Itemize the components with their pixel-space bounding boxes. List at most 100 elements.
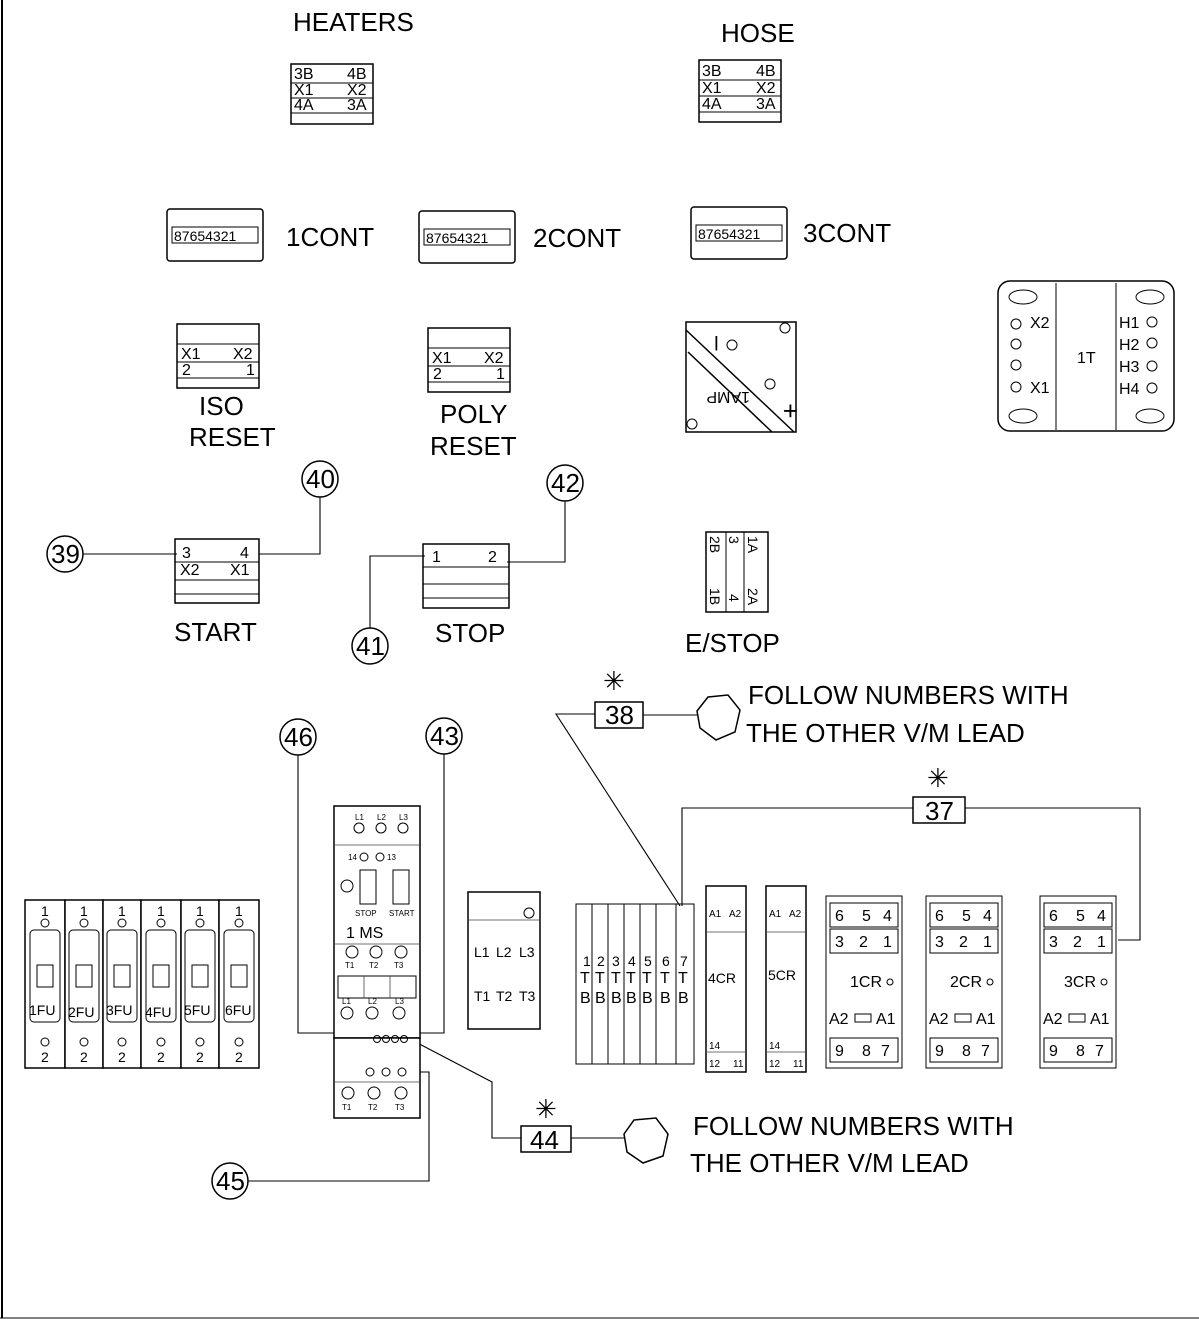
transformer-name: 1T — [1077, 350, 1096, 367]
label-text: 46 — [284, 722, 313, 752]
relay-4cr-name: 4CR — [708, 970, 736, 986]
poly-reset-label-2: RESET — [430, 431, 517, 461]
label-text: L2 — [377, 813, 386, 822]
label-text: 2 — [959, 934, 968, 951]
label-text: 1 — [118, 903, 126, 919]
asterisk-37: ✳ — [927, 763, 949, 793]
follow2-line1: FOLLOW NUMBERS WITH — [693, 1111, 1014, 1141]
motor-starter-1ms: L1 L2 L3 14 13 STOP START 1 MS T1 T2 T3 … — [333, 805, 421, 1119]
label-text: T2 — [496, 988, 513, 1004]
fuse-1fu: 1 1FU 2 — [24, 899, 66, 1069]
cont3-strip: 87654321 — [698, 226, 761, 242]
estop-term-2a: 2A — [745, 588, 761, 606]
psu-minus: – — [704, 336, 734, 351]
cont1-strip: 87654321 — [174, 228, 237, 244]
label-text: T — [626, 970, 636, 987]
transformer-h1: H1 — [1119, 315, 1140, 332]
relay-4cr: A1 A2 4CR 14 12 11 — [705, 885, 747, 1073]
cont1-label: 1CONT — [286, 222, 374, 252]
stop-switch: 1 2 STOP — [422, 543, 510, 648]
wire-box-38: ✳ 38 FOLLOW NUMBERS WITH THE OTHER V/M L… — [554, 666, 1069, 907]
label-text: L3 — [399, 813, 408, 822]
label-text: B — [580, 990, 591, 1007]
hose-term-x2: X2 — [756, 80, 776, 97]
label-text: 39 — [51, 539, 80, 569]
label-text: L3 — [395, 997, 404, 1006]
label-text: 1 — [583, 953, 591, 969]
label-text: 1 — [196, 903, 204, 919]
transformer-h4: H4 — [1119, 381, 1140, 398]
label-text: 1 — [1097, 934, 1106, 951]
transformer-h3: H3 — [1119, 359, 1140, 376]
label-text: 9 — [1049, 1043, 1058, 1060]
label-text: 2 — [859, 934, 868, 951]
relay-5cr-name: 5CR — [768, 967, 796, 983]
start-term-x1: X1 — [230, 562, 250, 579]
label-text: B — [595, 990, 606, 1007]
heaters-term-4a: 4A — [294, 97, 314, 114]
hose-term-3b: 3B — [702, 63, 722, 80]
label-text: T3 — [395, 1103, 405, 1112]
label-text: 5 — [644, 953, 652, 969]
small-contactor: L1 L2 L3 T1 T2 T3 — [467, 891, 541, 1030]
power-supply-1amp: – + 1AMP — [685, 321, 798, 433]
label-text: T2 — [369, 961, 379, 970]
wire-41: 41 — [351, 555, 425, 665]
heaters-label: HEATERS — [293, 7, 414, 37]
heaters-term-x1: X1 — [294, 82, 314, 99]
fuse-4fu: 1 4FU 2 — [140, 899, 182, 1069]
hose-terminal-block: HOSE 3B 4B X1 X2 4A 3A — [698, 18, 795, 123]
label-text: L1 — [474, 944, 490, 960]
label-text: 37 — [925, 796, 954, 826]
follow1-line1: FOLLOW NUMBERS WITH — [748, 680, 1069, 710]
relay-2cr: 6 5 4 3 2 1 2CR A2 A1 9 8 7 — [925, 895, 1003, 1069]
label-text: A1 — [876, 1011, 896, 1028]
label-text: 6FU — [225, 1002, 251, 1018]
label-text: T2 — [368, 1103, 378, 1112]
label-text: 8 — [862, 1043, 871, 1060]
relay-3cr-name: 3CR — [1064, 974, 1096, 991]
follow1-line2: THE OTHER V/M LEAD — [746, 718, 1025, 748]
label-text: L3 — [519, 944, 535, 960]
follow2-line2: THE OTHER V/M LEAD — [690, 1148, 969, 1178]
label-text: L1 — [355, 813, 364, 822]
label-text: 4 — [983, 908, 992, 925]
cont2-label: 2CONT — [533, 223, 621, 253]
ms-stop-btn: STOP — [355, 909, 377, 918]
label-text: T3 — [519, 988, 536, 1004]
label-text: 42 — [551, 468, 580, 498]
asterisk-38: ✳ — [603, 666, 625, 696]
poly-term-x2: X2 — [484, 350, 504, 367]
label-text: 44 — [530, 1125, 559, 1155]
start-label: START — [174, 617, 257, 647]
label-text: A1 — [976, 1011, 996, 1028]
label-text: 2 — [235, 1049, 243, 1065]
psu-plus: + — [783, 396, 798, 426]
label-text: 6 — [662, 953, 670, 969]
label-text: 4FU — [145, 1004, 171, 1020]
label-text: 9 — [935, 1043, 944, 1060]
label-text: T — [642, 970, 652, 987]
iso-term-1: 1 — [246, 362, 255, 379]
estop-term-2b: 2B — [707, 536, 723, 553]
label-text: A1 — [709, 909, 722, 920]
label-text: 12 — [709, 1059, 721, 1070]
psu-rating: 1AMP — [706, 388, 750, 405]
hose-term-4a: 4A — [702, 96, 722, 113]
label-text: T — [611, 970, 621, 987]
wire-42: 42 — [507, 464, 584, 563]
label-text: 11 — [733, 1059, 744, 1070]
label-text: 3 — [1049, 934, 1058, 951]
label-text: 3 — [935, 934, 944, 951]
transformer-h2: H2 — [1119, 337, 1140, 354]
label-text: T1 — [345, 961, 355, 970]
poly-reset-switch: X1 X2 2 1 POLY RESET — [427, 327, 517, 461]
heaters-term-3b: 3B — [294, 66, 314, 83]
label-text: 4 — [883, 908, 892, 925]
stop-label: STOP — [435, 618, 505, 648]
estop-term-1b: 1B — [707, 588, 723, 605]
label-text: 12 — [769, 1059, 781, 1070]
label-text: 3FU — [106, 1002, 132, 1018]
label-text: 8 — [1076, 1043, 1085, 1060]
label-text: T3 — [394, 961, 404, 970]
